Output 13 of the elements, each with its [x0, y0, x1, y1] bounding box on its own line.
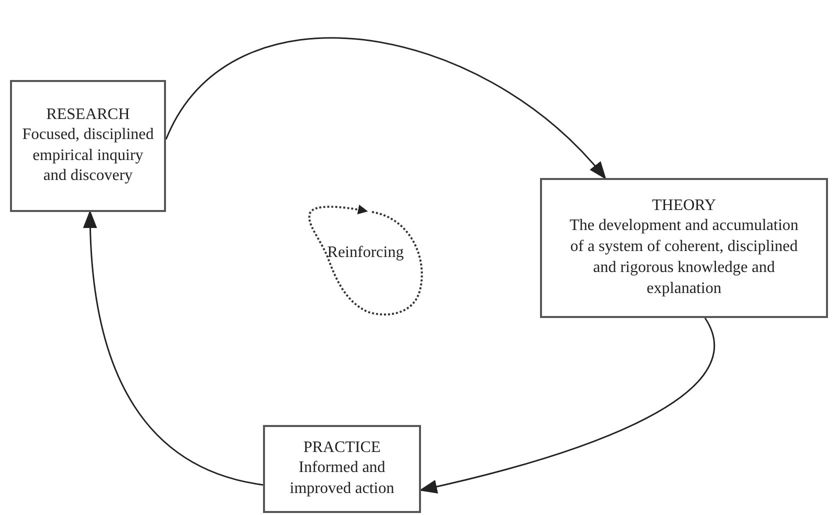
- text-box: [263, 425, 421, 513]
- box-heading: PRACTICE: [303, 438, 381, 458]
- box-heading: RESEARCH: [46, 104, 130, 125]
- curved-arrow: [419, 318, 714, 494]
- curved-arrow: [84, 210, 264, 486]
- box-description: Focused, disciplined empirical inquiry and discovery: [21, 124, 155, 186]
- loop-label: Reinforcing: [327, 244, 404, 262]
- box-description: The development and accumulation of a system of coherent, disciplined and rigorous knowledge and explanation: [568, 216, 800, 299]
- curved-arrow: [165, 37, 606, 180]
- box-heading: THEORY: [652, 196, 716, 216]
- text-box: [540, 178, 828, 318]
- text-box: [10, 80, 166, 212]
- box-description: Informed and improved action: [288, 458, 396, 499]
